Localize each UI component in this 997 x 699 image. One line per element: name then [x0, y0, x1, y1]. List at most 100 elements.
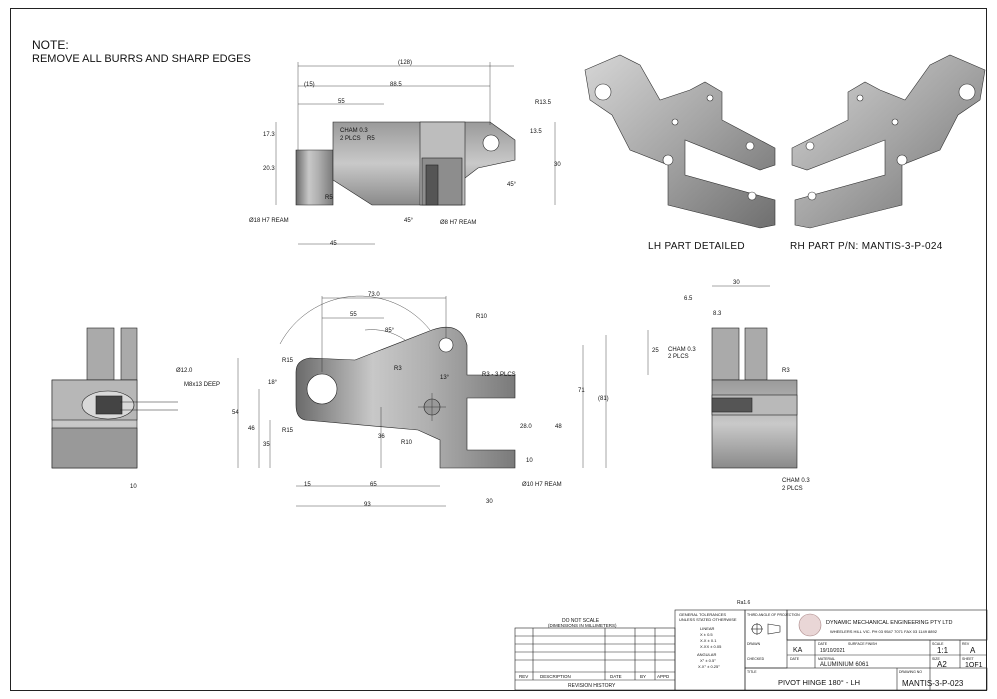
sheet-value: 1OF1	[965, 662, 983, 669]
dim-label: R10	[476, 314, 488, 320]
size-value: A2	[937, 660, 947, 669]
top-view	[275, 62, 556, 245]
top-view-dims: (128) (15) 88.5 55 R13.5 13.5 17.3 CHAM …	[249, 60, 561, 247]
lh-isometric-view	[584, 54, 776, 229]
rh-part-caption: RH PART P/N: MANTIS-3-P-024	[790, 241, 943, 252]
dim-label: (81)	[598, 396, 609, 402]
desc-col: DESCRIPTION	[540, 674, 571, 679]
size-label: SIZE	[932, 657, 940, 661]
dim-label: 6.5	[684, 296, 693, 302]
dim-label: Ø12.0	[176, 368, 193, 374]
dim-label: 28.0	[520, 424, 532, 430]
material-label: MATERIAL	[818, 657, 835, 661]
dim-label: 35	[263, 442, 270, 448]
dim-label: R5	[367, 136, 375, 142]
title-label: TITLE	[747, 670, 757, 674]
company-name: DYNAMIC MECHANICAL ENGINEERING PTY LTD	[826, 620, 952, 626]
scale-label: SCALE	[932, 642, 944, 646]
dim-label: 88.5	[390, 82, 402, 88]
dim-label: 54	[232, 410, 239, 416]
drawing-number: MANTIS-3-P-023	[902, 679, 964, 688]
tol-l3: X.XX ± 0.05	[700, 644, 722, 649]
dim-label: R15	[282, 358, 294, 364]
dim-label: R13.5	[535, 100, 552, 106]
dim-label: R10	[401, 440, 413, 446]
sheet-label: SHEET	[962, 657, 975, 661]
drawn-label: DRAWN	[747, 642, 761, 646]
checked-label: CHECKED	[747, 657, 765, 661]
right-view-dims: 30 6.5 8.3 25 CHAM 0.3 2 PLCS R3 CHAM 0.…	[652, 280, 810, 492]
surface-finish-symbol: Ra1.6	[737, 600, 751, 606]
dim-label: 30	[733, 280, 740, 286]
dim-label: R3	[394, 366, 402, 372]
title-block	[514, 609, 988, 691]
projection-label: THIRD ANGLE OF PROJECTION	[747, 613, 800, 617]
dim-label: Ø10 H7 REAM	[522, 482, 562, 488]
drawing-no-label: DRAWING NO	[899, 670, 922, 674]
right-side-view	[647, 285, 798, 469]
note-text: REMOVE ALL BURRS AND SHARP EDGES	[32, 53, 251, 65]
dim-label: R15	[282, 428, 294, 434]
drawing-note: NOTE: REMOVE ALL BURRS AND SHARP EDGES	[32, 38, 251, 66]
title-block-text: DO NOT SCALE (DIMENSIONS IN MILLIMETERS)…	[519, 600, 983, 689]
dim-label: 45	[330, 241, 337, 247]
dim-label: (128)	[398, 60, 412, 66]
dim-label: 36	[378, 434, 385, 440]
dim-label: R3 - 3 PLCS	[482, 372, 516, 378]
dim-label: M8x13 DEEP	[184, 382, 220, 388]
dim-label: 65	[370, 482, 377, 488]
left-side-view	[51, 327, 178, 469]
dim-label: 30	[554, 162, 561, 168]
dim-label: 13.5	[530, 129, 542, 135]
dim-label: 25	[652, 348, 659, 354]
dim-label: 10	[526, 458, 533, 464]
tol-sub: UNLESS STATED OTHERWISE	[679, 617, 737, 622]
dim-label: 46	[248, 426, 255, 432]
note-heading: NOTE:	[32, 38, 69, 52]
dim-label: 93	[364, 502, 371, 508]
dim-label: 8.3	[713, 311, 722, 317]
dim-label: Ø18 H7 REAM	[249, 218, 289, 224]
dim-label: CHAM 0.3	[782, 478, 810, 484]
front-view-dims: 73.0 55 85° R10 R15 R3 13° R3 - 3 PLCS 1…	[232, 292, 609, 508]
dim-label: 45°	[404, 218, 414, 224]
dim-label: 73.0	[368, 292, 380, 298]
dim-label: 55	[338, 99, 345, 105]
rev-label: REV	[962, 642, 970, 646]
tol-a2: X.X° ± 0.25°	[698, 664, 720, 669]
dim-label: 30	[486, 499, 493, 505]
dim-label: 85°	[385, 328, 395, 334]
date-value: 19/10/2021	[820, 648, 845, 654]
front-view	[237, 295, 607, 507]
dim-label: (15)	[304, 82, 315, 88]
tol-title: GENERAL TOLERANCES	[679, 612, 726, 617]
tol-l1: X ± 0.5	[700, 632, 713, 637]
drawing-title: PIVOT HINGE 180° - LH	[778, 678, 860, 687]
dim-label: CHAM 0.3	[668, 347, 696, 353]
dim-label: 71	[578, 388, 585, 394]
tol-linear: LINEAR	[700, 626, 715, 631]
dim-label: 18°	[268, 380, 278, 386]
tol-a1: X° ± 0.5°	[700, 658, 716, 663]
lh-part-caption: LH PART DETAILED	[648, 241, 745, 252]
dim-label: R5	[325, 195, 333, 201]
left-view-dims: Ø12.0 M8x13 DEEP 10	[130, 368, 220, 490]
tol-l2: X.X ± 0.1	[700, 638, 717, 643]
dim-label: 48	[555, 424, 562, 430]
date-label-2: DATE	[790, 657, 800, 661]
by-col: BY	[640, 674, 646, 679]
dim-label: 55	[350, 312, 357, 318]
dim-label: Ø8 H7 REAM	[440, 220, 476, 226]
rev-value: A	[970, 646, 976, 655]
dim-label: 15	[304, 482, 311, 488]
material-value: ALUMINIUM 6061	[820, 662, 869, 668]
appd-col: APPD	[657, 674, 670, 679]
company-address: WHEELERS HILL VIC. PH 03 9547 7071 FAX 0…	[830, 629, 938, 634]
dim-label: 2 PLCS	[782, 486, 803, 492]
scale-value: 1:1	[937, 646, 949, 655]
dim-label: 13°	[440, 375, 450, 381]
dim-label: 20.3	[263, 166, 275, 172]
revision-history-title: REVISION HISTORY	[568, 683, 616, 689]
dims-unit-note: (DIMENSIONS IN MILLIMETERS)	[548, 623, 617, 628]
